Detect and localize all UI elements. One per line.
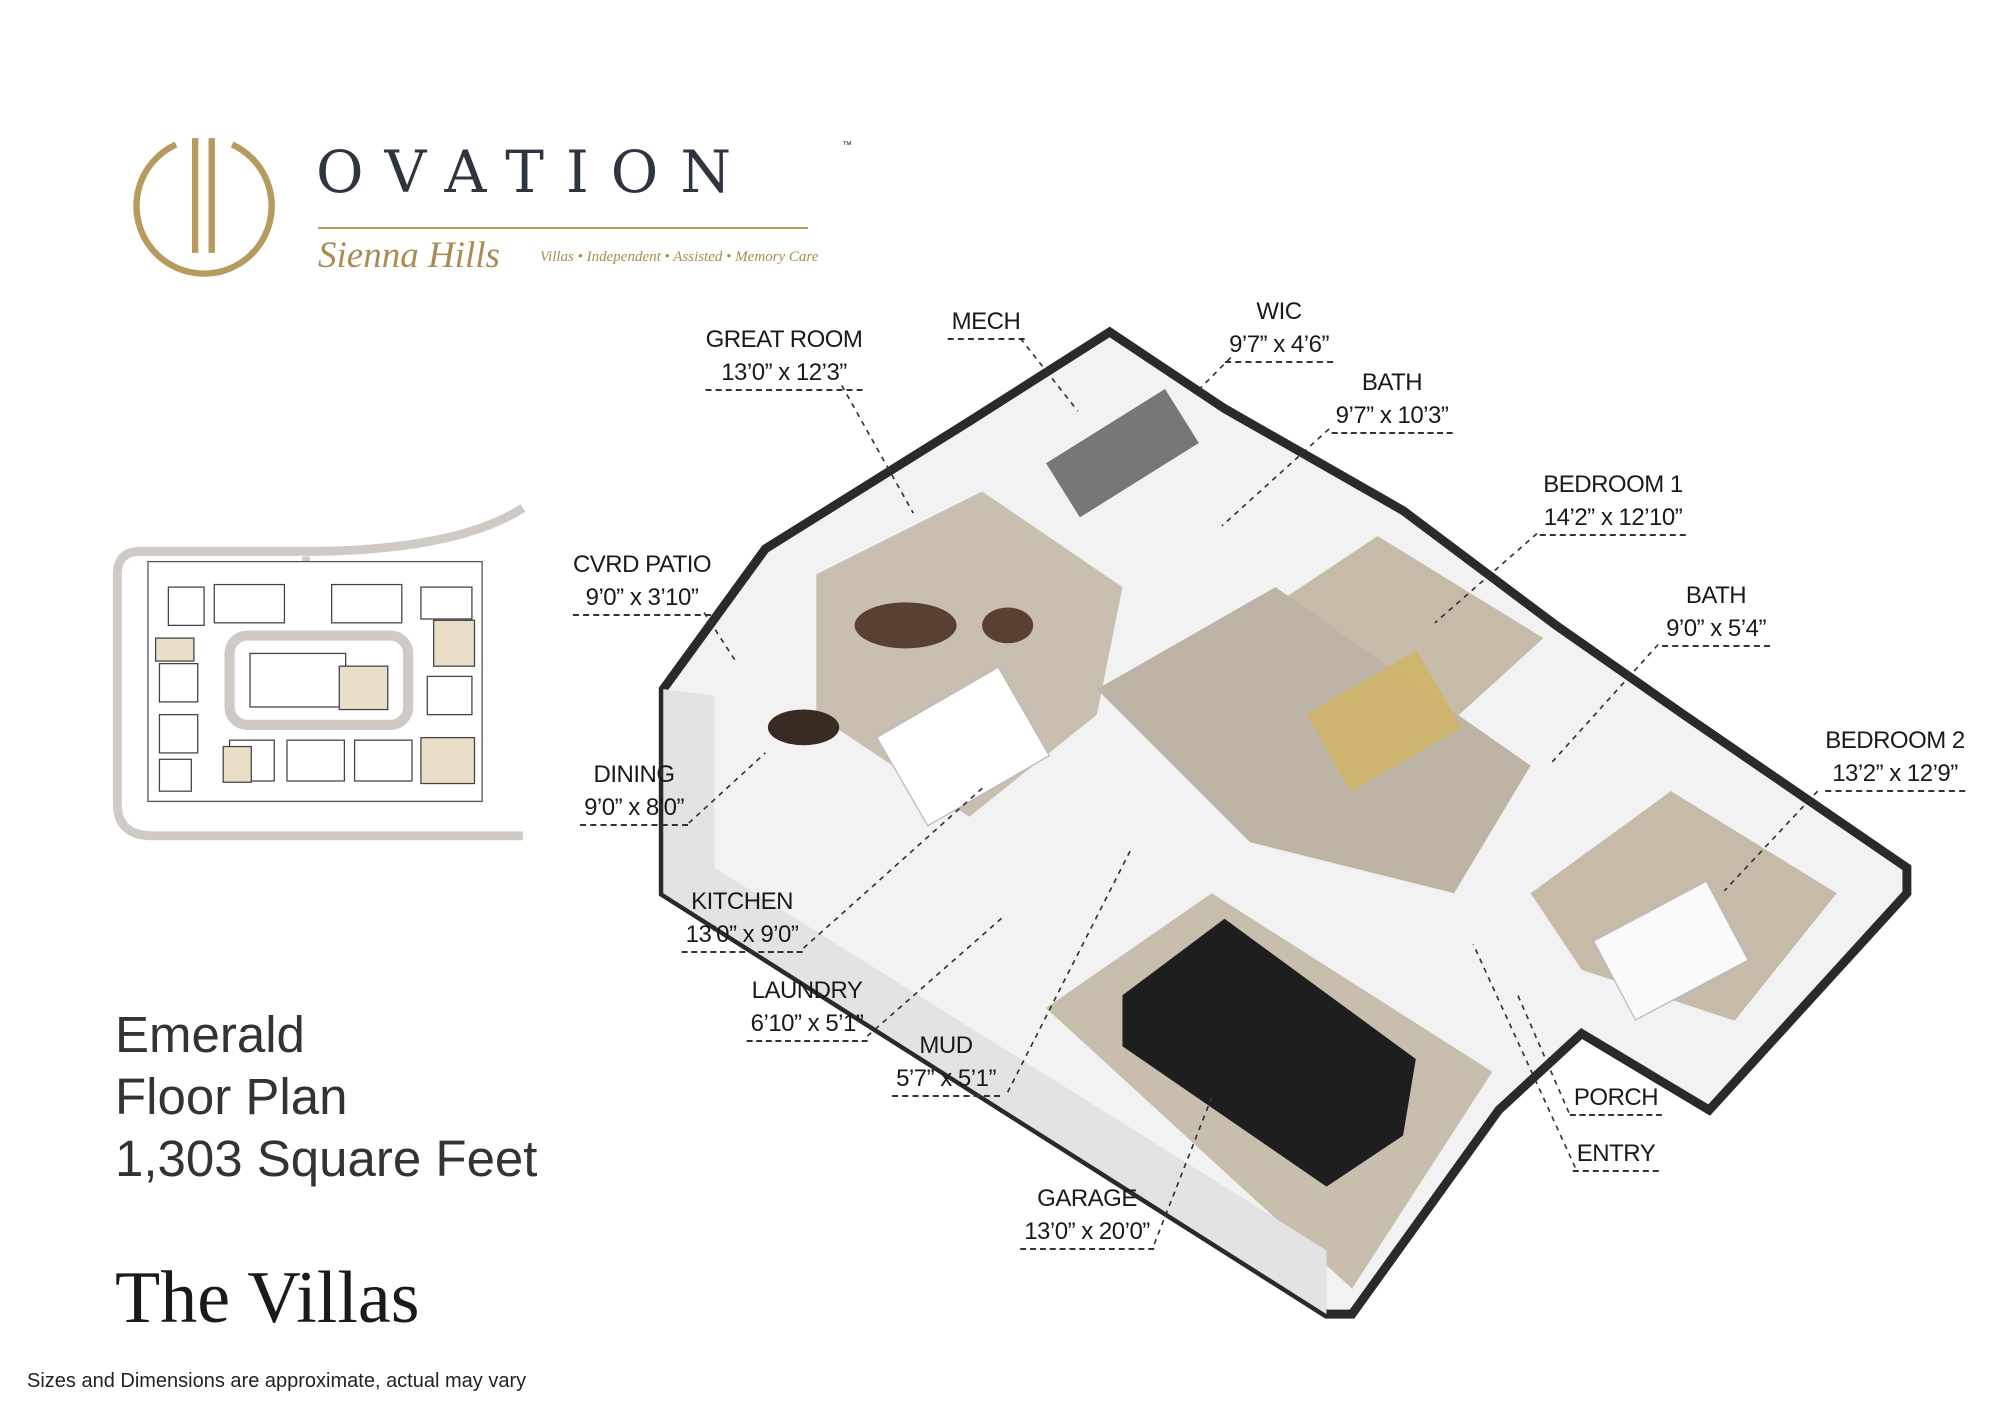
plan-type: Floor Plan [115,1068,348,1125]
leader-lines [688,337,1819,1245]
room-label-entry: ENTRY [1572,1137,1660,1172]
brand-name: OVATION [316,138,754,206]
house-3d-model [658,326,1912,1319]
site-map [112,504,526,841]
trademark: ™ [842,140,852,151]
plan-size: 1,303 Square Feet [115,1130,538,1187]
logo-divider [318,227,808,229]
collection-title: The Villas [115,1257,420,1339]
community-name: Sienna Hills [318,235,500,276]
plan-name: Emerald [115,1006,305,1063]
ovation-logo-emblem [133,138,275,277]
room-label-porch: PORCH [1569,1081,1663,1116]
room-label-mech: MECH [947,305,1025,340]
disclaimer: Sizes and Dimensions are approximate, ac… [27,1370,527,1392]
community-tagline: Villas • Independent • Assisted • Memory… [540,249,819,265]
